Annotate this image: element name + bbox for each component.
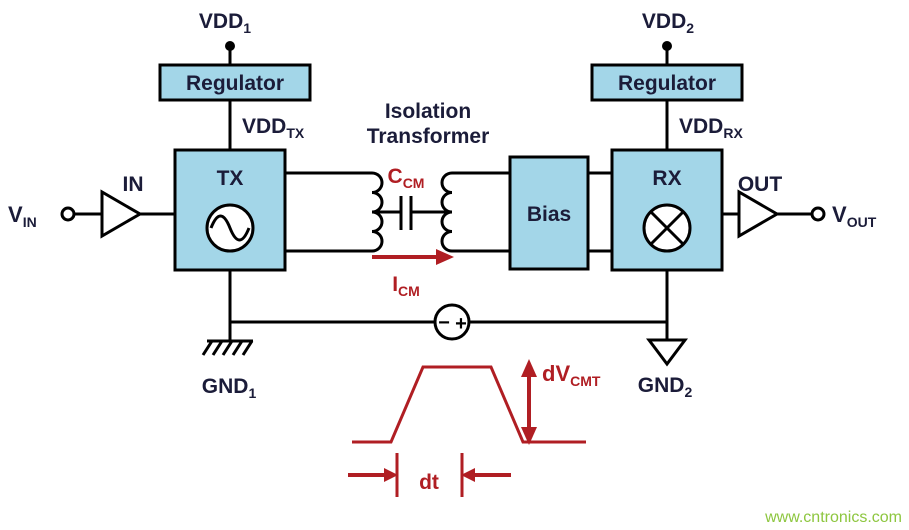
vddtx-label: VDDTX xyxy=(242,115,305,141)
gnd1-label: GND1 xyxy=(202,375,257,401)
regulator-right-label: Regulator xyxy=(618,72,716,95)
regulator-left-box xyxy=(158,63,312,102)
in-buffer-amplifier-icon xyxy=(100,189,143,239)
vin-terminal xyxy=(60,206,76,222)
dt-arrow-right-head xyxy=(461,468,475,482)
ccm-capacitor-icon xyxy=(372,196,452,230)
bias-label: Bias xyxy=(527,203,571,226)
in-label: IN xyxy=(123,173,144,196)
icm-arrow-icon xyxy=(372,249,454,265)
mixer-cross xyxy=(649,210,685,246)
rx-label: RX xyxy=(652,167,681,190)
vdd2-terminal-dot xyxy=(662,41,672,51)
arrow-head-up xyxy=(521,359,537,377)
ground-hatch xyxy=(221,340,234,356)
regulator-left-label: Regulator xyxy=(186,72,284,95)
vddrx-label: VDDRX xyxy=(679,115,743,141)
dt-label: dt xyxy=(419,471,439,494)
vdd2-label: VDD2 xyxy=(642,10,694,36)
source-plus-sign: + xyxy=(455,313,467,335)
watermark: www.cntronics.com xyxy=(764,509,902,526)
gnd1-icon xyxy=(201,339,254,356)
ground-hatch xyxy=(241,340,254,356)
out-label: OUT xyxy=(738,173,783,196)
regulator-right-box xyxy=(590,63,744,102)
cm-transient-waveform xyxy=(352,365,586,444)
gnd2-label: GND2 xyxy=(638,374,693,400)
icm-label: ICM xyxy=(392,273,420,299)
vdd1-terminal-dot xyxy=(225,41,235,51)
sine-wave xyxy=(209,214,251,242)
vin-label: VIN xyxy=(8,202,37,230)
vout-label: VOUT xyxy=(832,202,877,230)
tx-label: TX xyxy=(217,167,244,190)
mixer-icon xyxy=(642,203,692,253)
arrow-head xyxy=(436,249,454,265)
ccm-label: CCM xyxy=(388,165,425,191)
vdd1-label: VDD1 xyxy=(199,10,251,36)
gnd2-icon xyxy=(646,338,688,367)
cm-voltage-source-icon: − + xyxy=(433,303,471,341)
dvcmt-label: dVCMT xyxy=(542,361,601,389)
bias-box xyxy=(508,155,590,271)
out-buffer-amplifier-icon xyxy=(737,189,780,239)
dt-measure xyxy=(348,453,511,497)
isolation-transformer-label-line1: Isolation xyxy=(385,100,471,123)
ground-hatch xyxy=(211,340,224,356)
oscillator-icon xyxy=(205,203,255,253)
ground-hatch xyxy=(231,340,244,356)
source-circle xyxy=(433,303,471,341)
isolation-transformer xyxy=(371,171,454,265)
ground-hatch xyxy=(201,340,214,356)
arrow-head-down xyxy=(521,427,537,445)
vout-terminal xyxy=(810,206,826,222)
dt-arrow-left-head xyxy=(384,468,398,482)
isolation-transformer-label-line2: Transformer xyxy=(367,125,490,148)
source-minus-sign: − xyxy=(438,312,450,334)
dvcmt-arrow-icon xyxy=(521,359,537,445)
